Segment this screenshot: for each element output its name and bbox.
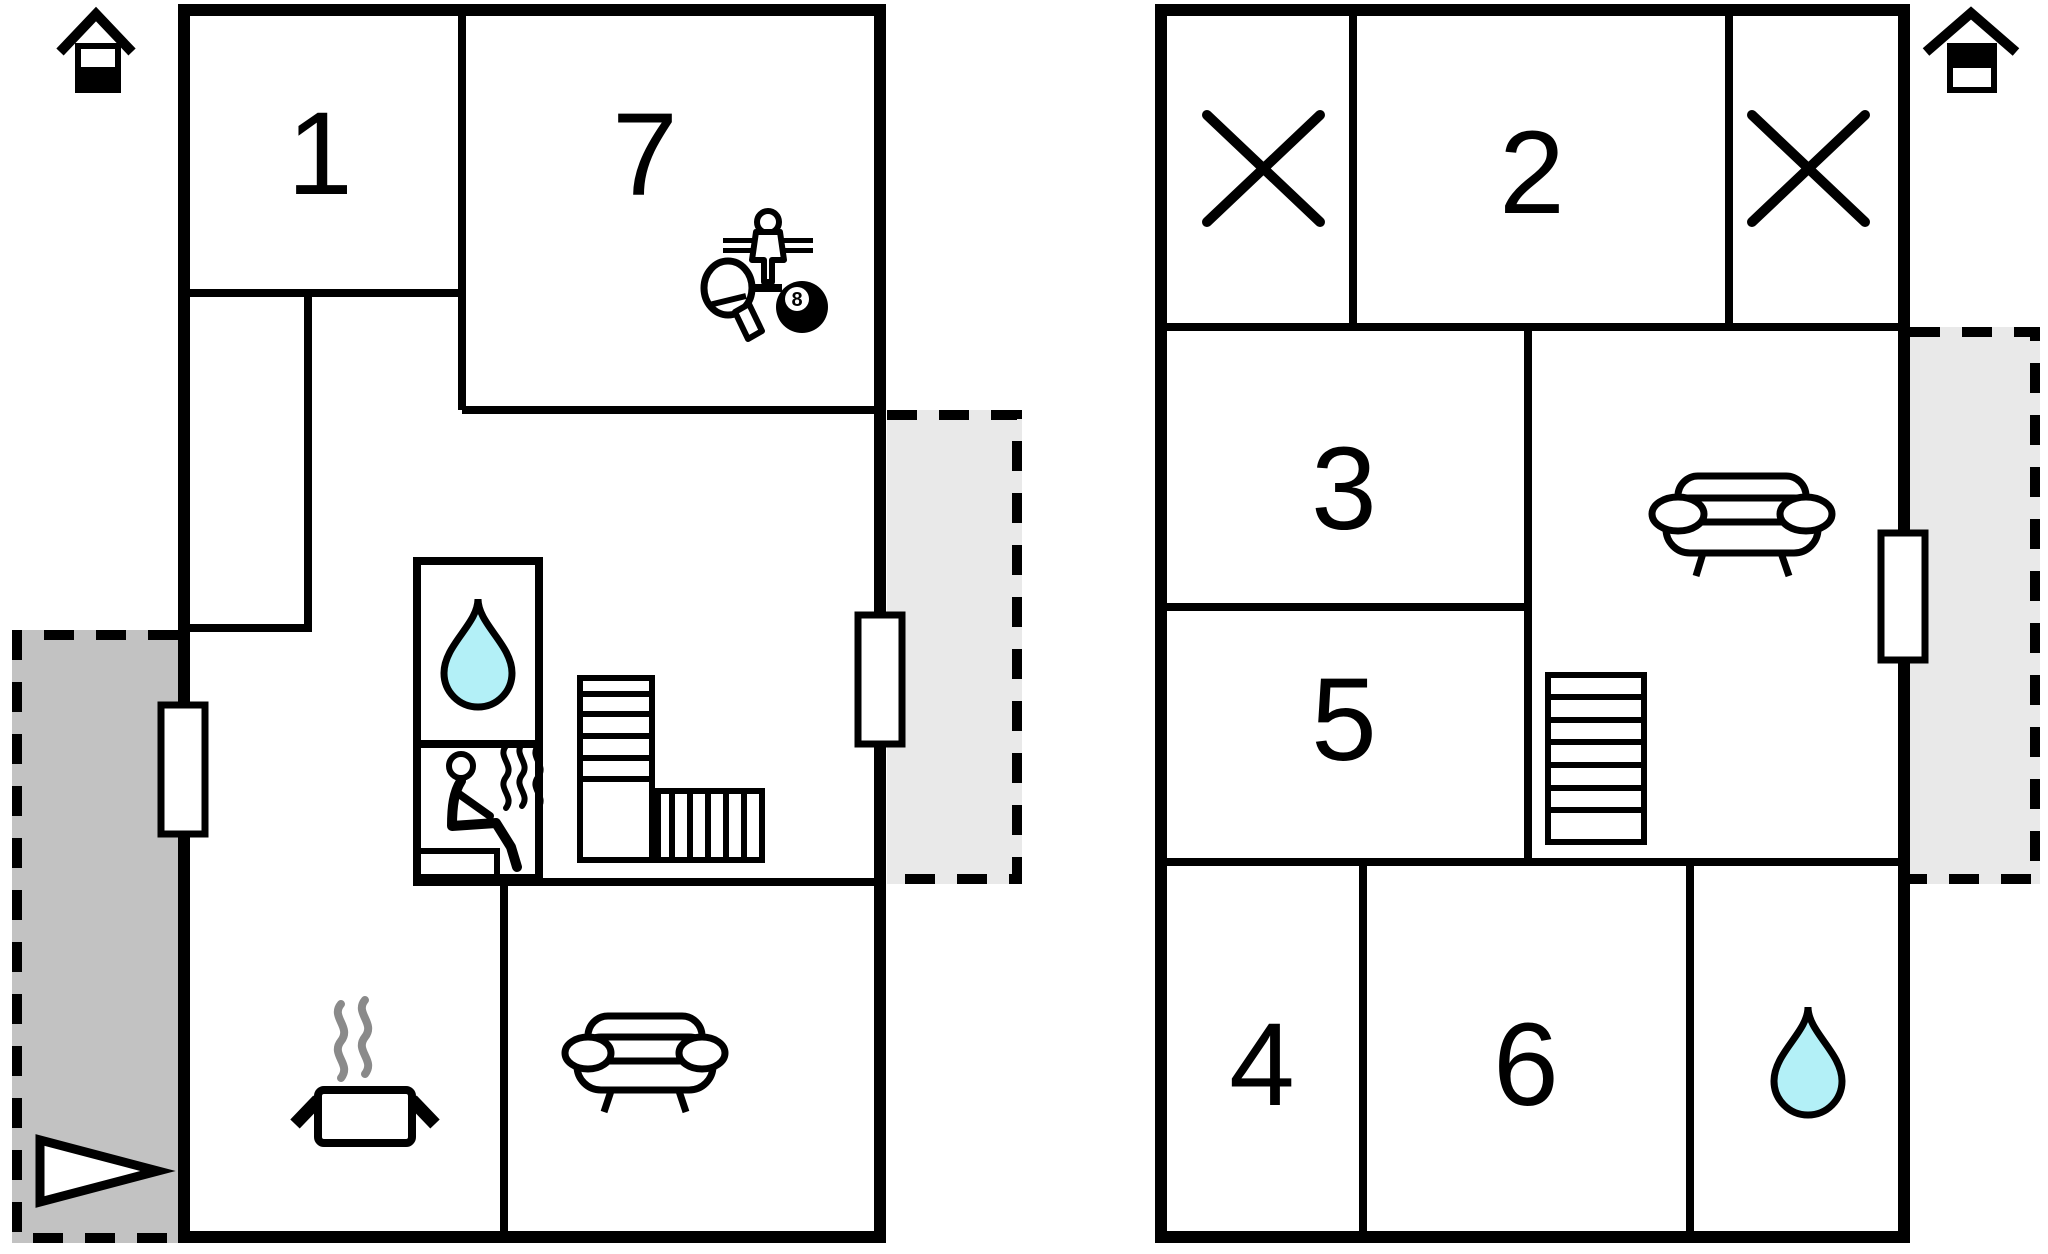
room-number: 6 <box>1493 999 1559 1131</box>
wall-segment <box>178 4 886 16</box>
pot-body <box>314 1086 416 1147</box>
wall-segment <box>304 293 312 632</box>
wall-segment <box>413 878 874 886</box>
wall-segment <box>1155 4 1167 1243</box>
wall-segment <box>413 740 543 748</box>
bathroom-sauna-box <box>413 557 543 882</box>
sofa-icon <box>1648 472 1836 578</box>
steam-icon <box>333 996 373 1082</box>
stairs-icon <box>577 675 765 863</box>
sofa-armrest <box>561 1033 615 1073</box>
sauna-person-arm <box>455 790 494 820</box>
house-orientation-icon <box>56 6 136 93</box>
entrance-arrow-icon <box>35 1134 176 1208</box>
wall-segment <box>462 406 874 414</box>
room-number: 5 <box>1311 654 1377 786</box>
stairs-flight <box>1545 672 1647 845</box>
door-marker <box>854 611 906 748</box>
house-roof <box>1922 6 2020 56</box>
stairs-treads <box>1548 694 1644 813</box>
billiards-eight-ball-icon: 8 <box>776 281 828 333</box>
wall-segment <box>178 1231 886 1243</box>
upper-floor-plan: 2 3 5 4 6 <box>1155 4 2040 1243</box>
wall-segment <box>1167 858 1898 866</box>
stairs-treads <box>669 791 765 860</box>
eight-ball-digit: 8 <box>791 289 802 311</box>
crossed-room-icon <box>1202 110 1325 227</box>
house-roof <box>56 6 136 56</box>
wall-segment <box>1359 866 1367 1231</box>
door-marker <box>157 701 209 838</box>
sauna-bench <box>421 848 500 878</box>
house-upper-half <box>1947 44 1997 68</box>
wall-segment <box>178 4 190 1243</box>
foosball-player-body <box>749 229 787 285</box>
table-tennis-icon <box>700 257 765 342</box>
wall-segment <box>1349 16 1357 323</box>
wall-segment <box>458 16 466 410</box>
room-number: 7 <box>612 89 678 221</box>
sauna-icon <box>421 741 544 878</box>
room-number: 3 <box>1311 423 1377 555</box>
house-orientation-icon <box>1922 6 2020 93</box>
water-drop-icon <box>440 598 516 711</box>
wall-segment <box>1725 16 1733 323</box>
sofa-armrest <box>675 1033 729 1073</box>
eight-ball-circle <box>785 287 809 311</box>
wall-segment <box>1155 1231 1910 1243</box>
wall-segment <box>190 624 312 632</box>
wall-segment <box>500 886 508 1231</box>
crossed-room-icon <box>1747 110 1870 227</box>
sofa-armrest <box>1648 493 1708 535</box>
stairs-flight <box>577 675 655 863</box>
door-marker <box>1877 529 1929 664</box>
sauna-heat-waves <box>500 741 544 811</box>
house-lower-half <box>75 67 121 90</box>
terrace-light-dashed-border <box>887 410 1022 884</box>
terrace-light-dashed-border <box>1910 327 2040 884</box>
paddle-handle <box>732 301 765 342</box>
wall-segment <box>1524 331 1532 866</box>
wall-segment <box>1167 603 1532 611</box>
foosball-icon <box>723 208 813 292</box>
terrace-light-area <box>887 410 1022 884</box>
room-number: 1 <box>287 88 353 220</box>
room-number: 4 <box>1229 999 1295 1131</box>
wall-segment <box>1686 866 1694 1231</box>
room-number: 2 <box>1499 107 1565 239</box>
water-drop-icon <box>1770 1006 1846 1119</box>
terrace-light-area <box>1910 327 2040 884</box>
foosball-player-base <box>754 284 782 292</box>
wall-segment <box>190 289 466 297</box>
terrace-dark-dashed-border <box>12 630 178 1243</box>
cooking-pot-icon <box>290 996 440 1147</box>
wall-segment <box>1167 323 1898 331</box>
wall-segment <box>1155 4 1910 16</box>
stairs-icon <box>1545 672 1647 845</box>
ground-floor-plan: 1 7 8 <box>12 4 1022 1243</box>
sauna-person-body <box>447 776 522 872</box>
sauna-person-head <box>446 751 476 781</box>
stairs-treads <box>580 691 652 782</box>
sofa-armrest <box>1776 493 1836 535</box>
sofa-icon <box>561 1012 729 1114</box>
paddle-edge-line <box>708 293 747 308</box>
